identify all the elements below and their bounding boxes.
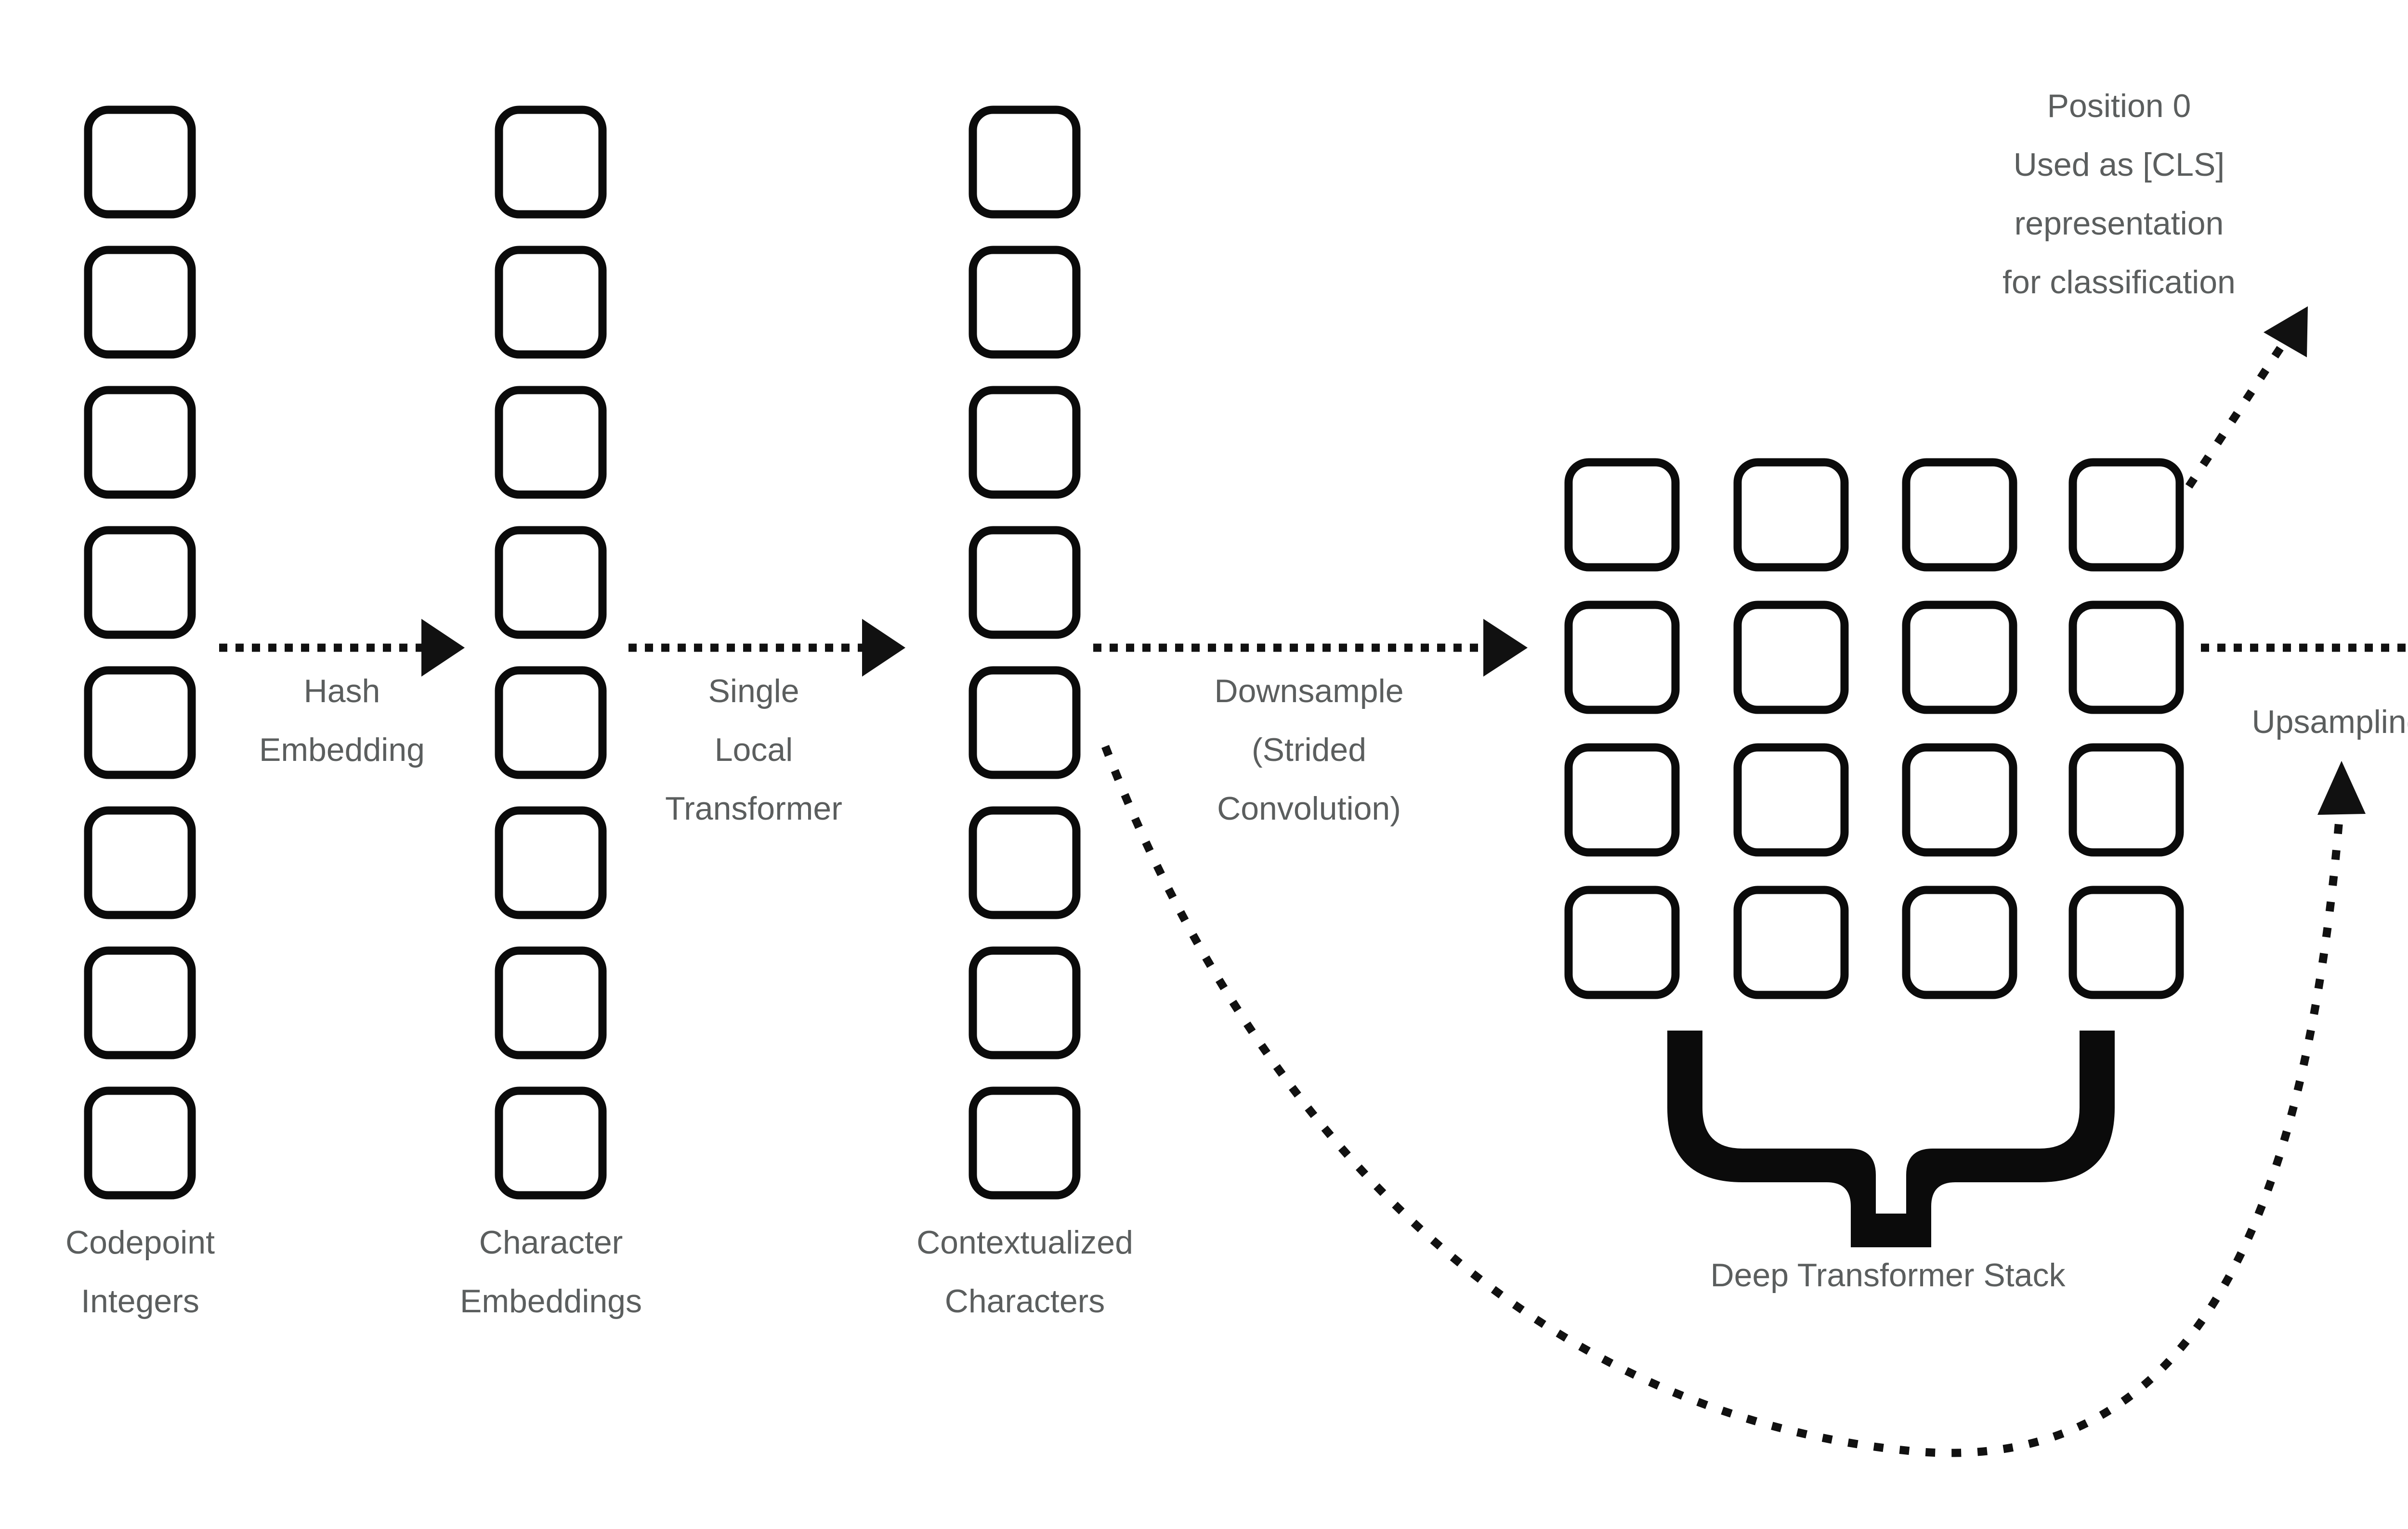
edge-label-line: Upsampling (2251, 704, 2408, 740)
edge-label-line: Transformer (665, 790, 842, 827)
column-caption-line: Character (479, 1224, 623, 1261)
codepoint-cell (84, 526, 196, 639)
cls-pointer-arrow-head (2264, 306, 2308, 357)
column-caption-line: Codepoint (65, 1224, 215, 1261)
transformer-cell (2068, 743, 2184, 857)
annotation-line: for classification (2002, 264, 2236, 301)
embedding-cell (495, 946, 607, 1059)
transformer-cell (1564, 743, 1680, 857)
transformer-cell (1733, 886, 1849, 999)
codepoint-cell (84, 806, 196, 919)
contextualized-cell (968, 946, 1081, 1059)
contextualized-cell (968, 526, 1081, 639)
transformer-cell (1564, 458, 1680, 572)
annotation-line: Position 0 (2047, 88, 2191, 124)
embedding-cell (495, 526, 607, 639)
column-contextualized-characters: Contextualized Characters (916, 105, 1133, 1320)
contextualized-cell (968, 806, 1081, 919)
single-local-transformer-arrow-head (862, 619, 905, 677)
codepoint-cell (84, 246, 196, 359)
transformer-cell (2068, 458, 2184, 572)
contextualized-cell (968, 246, 1081, 359)
embedding-cell (495, 386, 607, 499)
edge-hash-embedding: Hash Embedding (219, 619, 465, 768)
column-codepoint-integers: Codepoint Integers (65, 105, 215, 1320)
transformer-cell (2068, 601, 2184, 714)
column-caption-line: Contextualized (916, 1224, 1133, 1261)
transformer-cell (1733, 601, 1849, 714)
edge-label-line: Convolution) (1217, 790, 1401, 827)
codepoint-cell (84, 386, 196, 499)
embedding-cell (495, 806, 607, 919)
cls-pointer-line (2185, 342, 2287, 489)
transformer-cell (1902, 743, 2017, 857)
embedding-cell (495, 666, 607, 779)
column-character-embeddings: Character Embeddings (460, 105, 642, 1320)
edge-label-line: Embedding (259, 732, 425, 768)
embedding-cell (495, 1086, 607, 1200)
annotation-line: Used as [CLS] (2014, 146, 2225, 183)
codepoint-cell (84, 1086, 196, 1200)
contextualized-cell (968, 1086, 1081, 1200)
transformer-cell (2068, 886, 2184, 999)
deep-transformer-stack: Deep Transformer Stack (1564, 458, 2184, 1294)
contextualized-cell (968, 666, 1081, 779)
edge-label-line: Hash (304, 673, 380, 709)
edge-label-line: Downsample (1214, 673, 1403, 709)
codepoint-cell (84, 946, 196, 1059)
embedding-cell (495, 105, 607, 219)
transformer-cell (1733, 458, 1849, 572)
edge-single-local-transformer: Single Local Transformer (628, 619, 905, 827)
curly-brace-down (1667, 1031, 2115, 1247)
column-caption-line: Characters (945, 1283, 1105, 1320)
codepoint-cell (84, 666, 196, 779)
edge-label-line: (Strided (1252, 732, 1366, 768)
transformer-cell (1902, 458, 2017, 572)
skip-connection-curve (1101, 745, 2366, 1457)
column-caption-line: Embeddings (460, 1283, 642, 1320)
transformer-cell (1564, 886, 1680, 999)
edge-downsample-strided-convolution: Downsample (Strided Convolution) (1093, 619, 1528, 827)
transformer-stack-caption: Deep Transformer Stack (1711, 1257, 2066, 1294)
downsample-arrow-head (1483, 619, 1528, 677)
transformer-cell (1564, 601, 1680, 714)
transformer-cell (1902, 601, 2017, 714)
transformer-cell (1902, 886, 2017, 999)
hash-embedding-arrow-head (421, 619, 465, 677)
annotation-line: representation (2015, 205, 2224, 242)
edge-upsampling: Upsampling (2201, 643, 2408, 740)
transformer-cell (1733, 743, 1849, 857)
contextualized-cell (968, 105, 1081, 219)
codepoint-cell (84, 105, 196, 219)
skip-connection-arrow-head (2317, 761, 2366, 815)
embedding-cell (495, 246, 607, 359)
contextualized-cell (968, 386, 1081, 499)
column-caption-line: Integers (81, 1283, 199, 1320)
edge-label-line: Single (708, 673, 799, 709)
edge-label-line: Local (715, 732, 793, 768)
annotation-position-zero-cls: Position 0 Used as [CLS] representation … (2002, 88, 2308, 489)
